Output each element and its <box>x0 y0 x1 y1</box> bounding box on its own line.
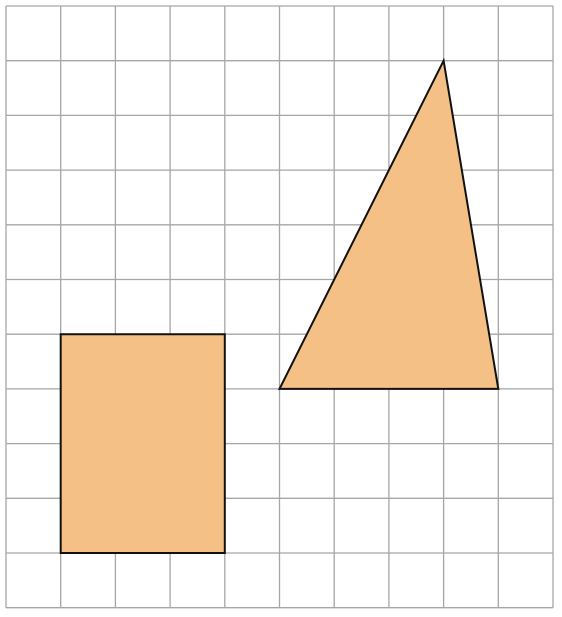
shapes-layer <box>59 57 500 554</box>
rectangle-shape <box>59 333 226 554</box>
triangle-shape <box>277 57 500 390</box>
